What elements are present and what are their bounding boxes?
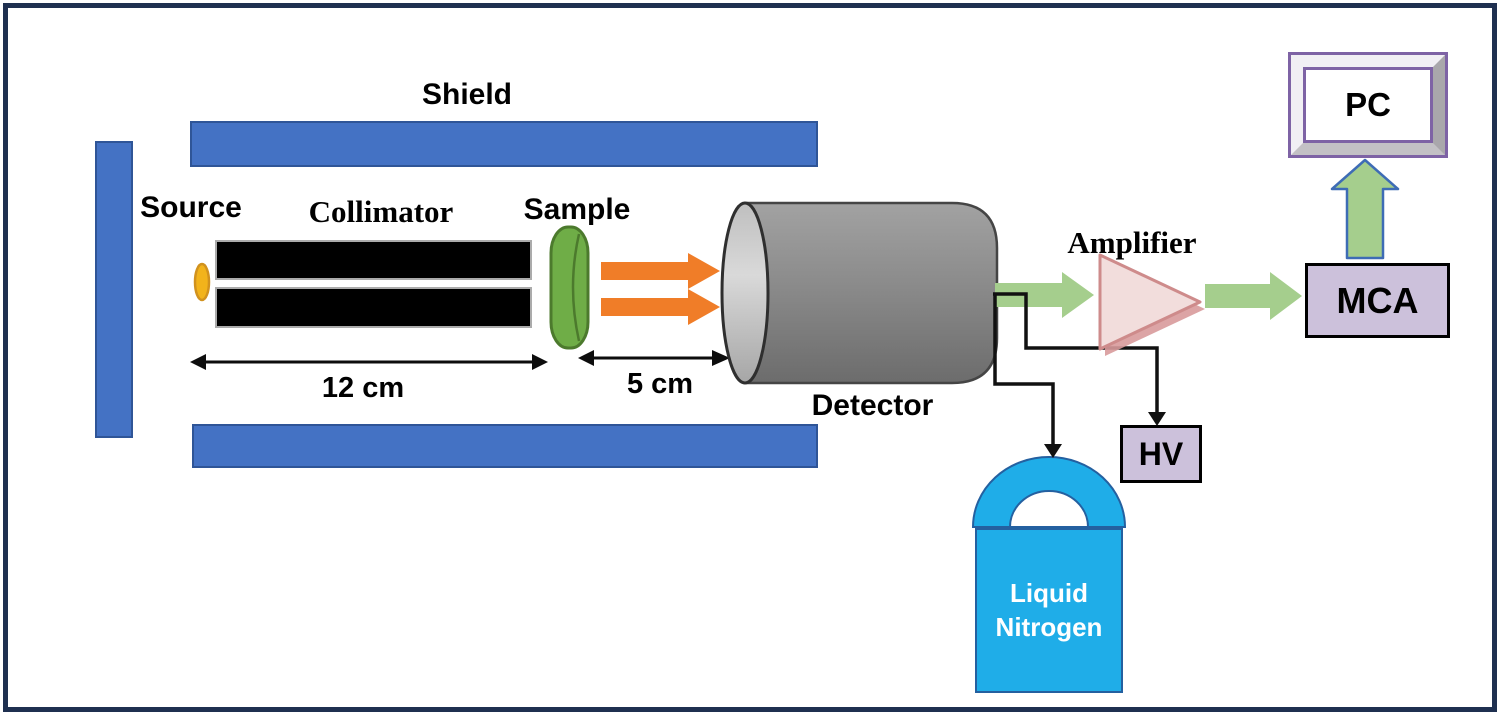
signal-arrow-detector-to-amplifier: [995, 272, 1094, 318]
liquid-nitrogen-label-line1: Liquid: [1010, 577, 1088, 608]
dim-arrowhead-right-5cm: [712, 350, 730, 366]
source-ellipse: [193, 262, 211, 302]
sample-label: Sample: [523, 193, 631, 226]
liquid-nitrogen-dewar: Liquid Nitrogen: [975, 528, 1123, 693]
collimator-bar-bottom: [215, 287, 532, 328]
sample-disc-rim: [571, 233, 581, 342]
shield-bar-bottom: [192, 424, 818, 468]
shield-bar-left: [95, 141, 133, 438]
cable-detector-to-hv: [993, 292, 1159, 414]
dimension-label-12cm: 12 cm: [321, 372, 405, 404]
dewar-arch-hole: [1008, 490, 1090, 528]
hv-label: HV: [1138, 435, 1184, 472]
cable-detector-to-dewar: [993, 294, 1055, 446]
shield-bar-top: [190, 121, 818, 167]
hv-box: HV: [1120, 425, 1202, 483]
dim-arrowhead-left-5cm: [578, 350, 594, 366]
pc-monitor-bezel: PC: [1291, 55, 1445, 155]
amplifier-label: Amplifier: [1067, 225, 1197, 260]
detector-end-cap: [720, 201, 770, 385]
source-label: Source: [140, 191, 242, 224]
detector-label: Detector: [811, 389, 934, 422]
dim-arrowhead-left-12cm: [190, 354, 206, 370]
mca-label: MCA: [1336, 279, 1419, 321]
beam-arrow-upper: [601, 253, 720, 289]
cable-arrowhead-dewar: [1044, 444, 1062, 458]
pc-monitor: PC: [1288, 52, 1448, 158]
dim-arrowhead-right-12cm: [532, 354, 548, 370]
collimator-bar-top: [215, 240, 532, 280]
beam-arrow-lower: [601, 289, 720, 325]
cable-arrowhead-hv: [1148, 412, 1166, 426]
signal-arrow-mca-to-pc: [1330, 158, 1400, 260]
dimension-label-5cm: 5 cm: [626, 368, 694, 400]
liquid-nitrogen-label-line2: Nitrogen: [995, 611, 1103, 642]
shield-label: Shield: [421, 78, 512, 111]
amplifier-triangle: [1098, 253, 1202, 351]
pc-label: PC: [1345, 86, 1391, 123]
pc-screen: PC: [1303, 67, 1433, 143]
mca-box: MCA: [1305, 263, 1450, 338]
sample-disc: [549, 225, 590, 350]
signal-arrow-amplifier-to-mca: [1205, 272, 1302, 320]
detector-body: [743, 201, 999, 385]
collimator-label: Collimator: [308, 194, 454, 229]
